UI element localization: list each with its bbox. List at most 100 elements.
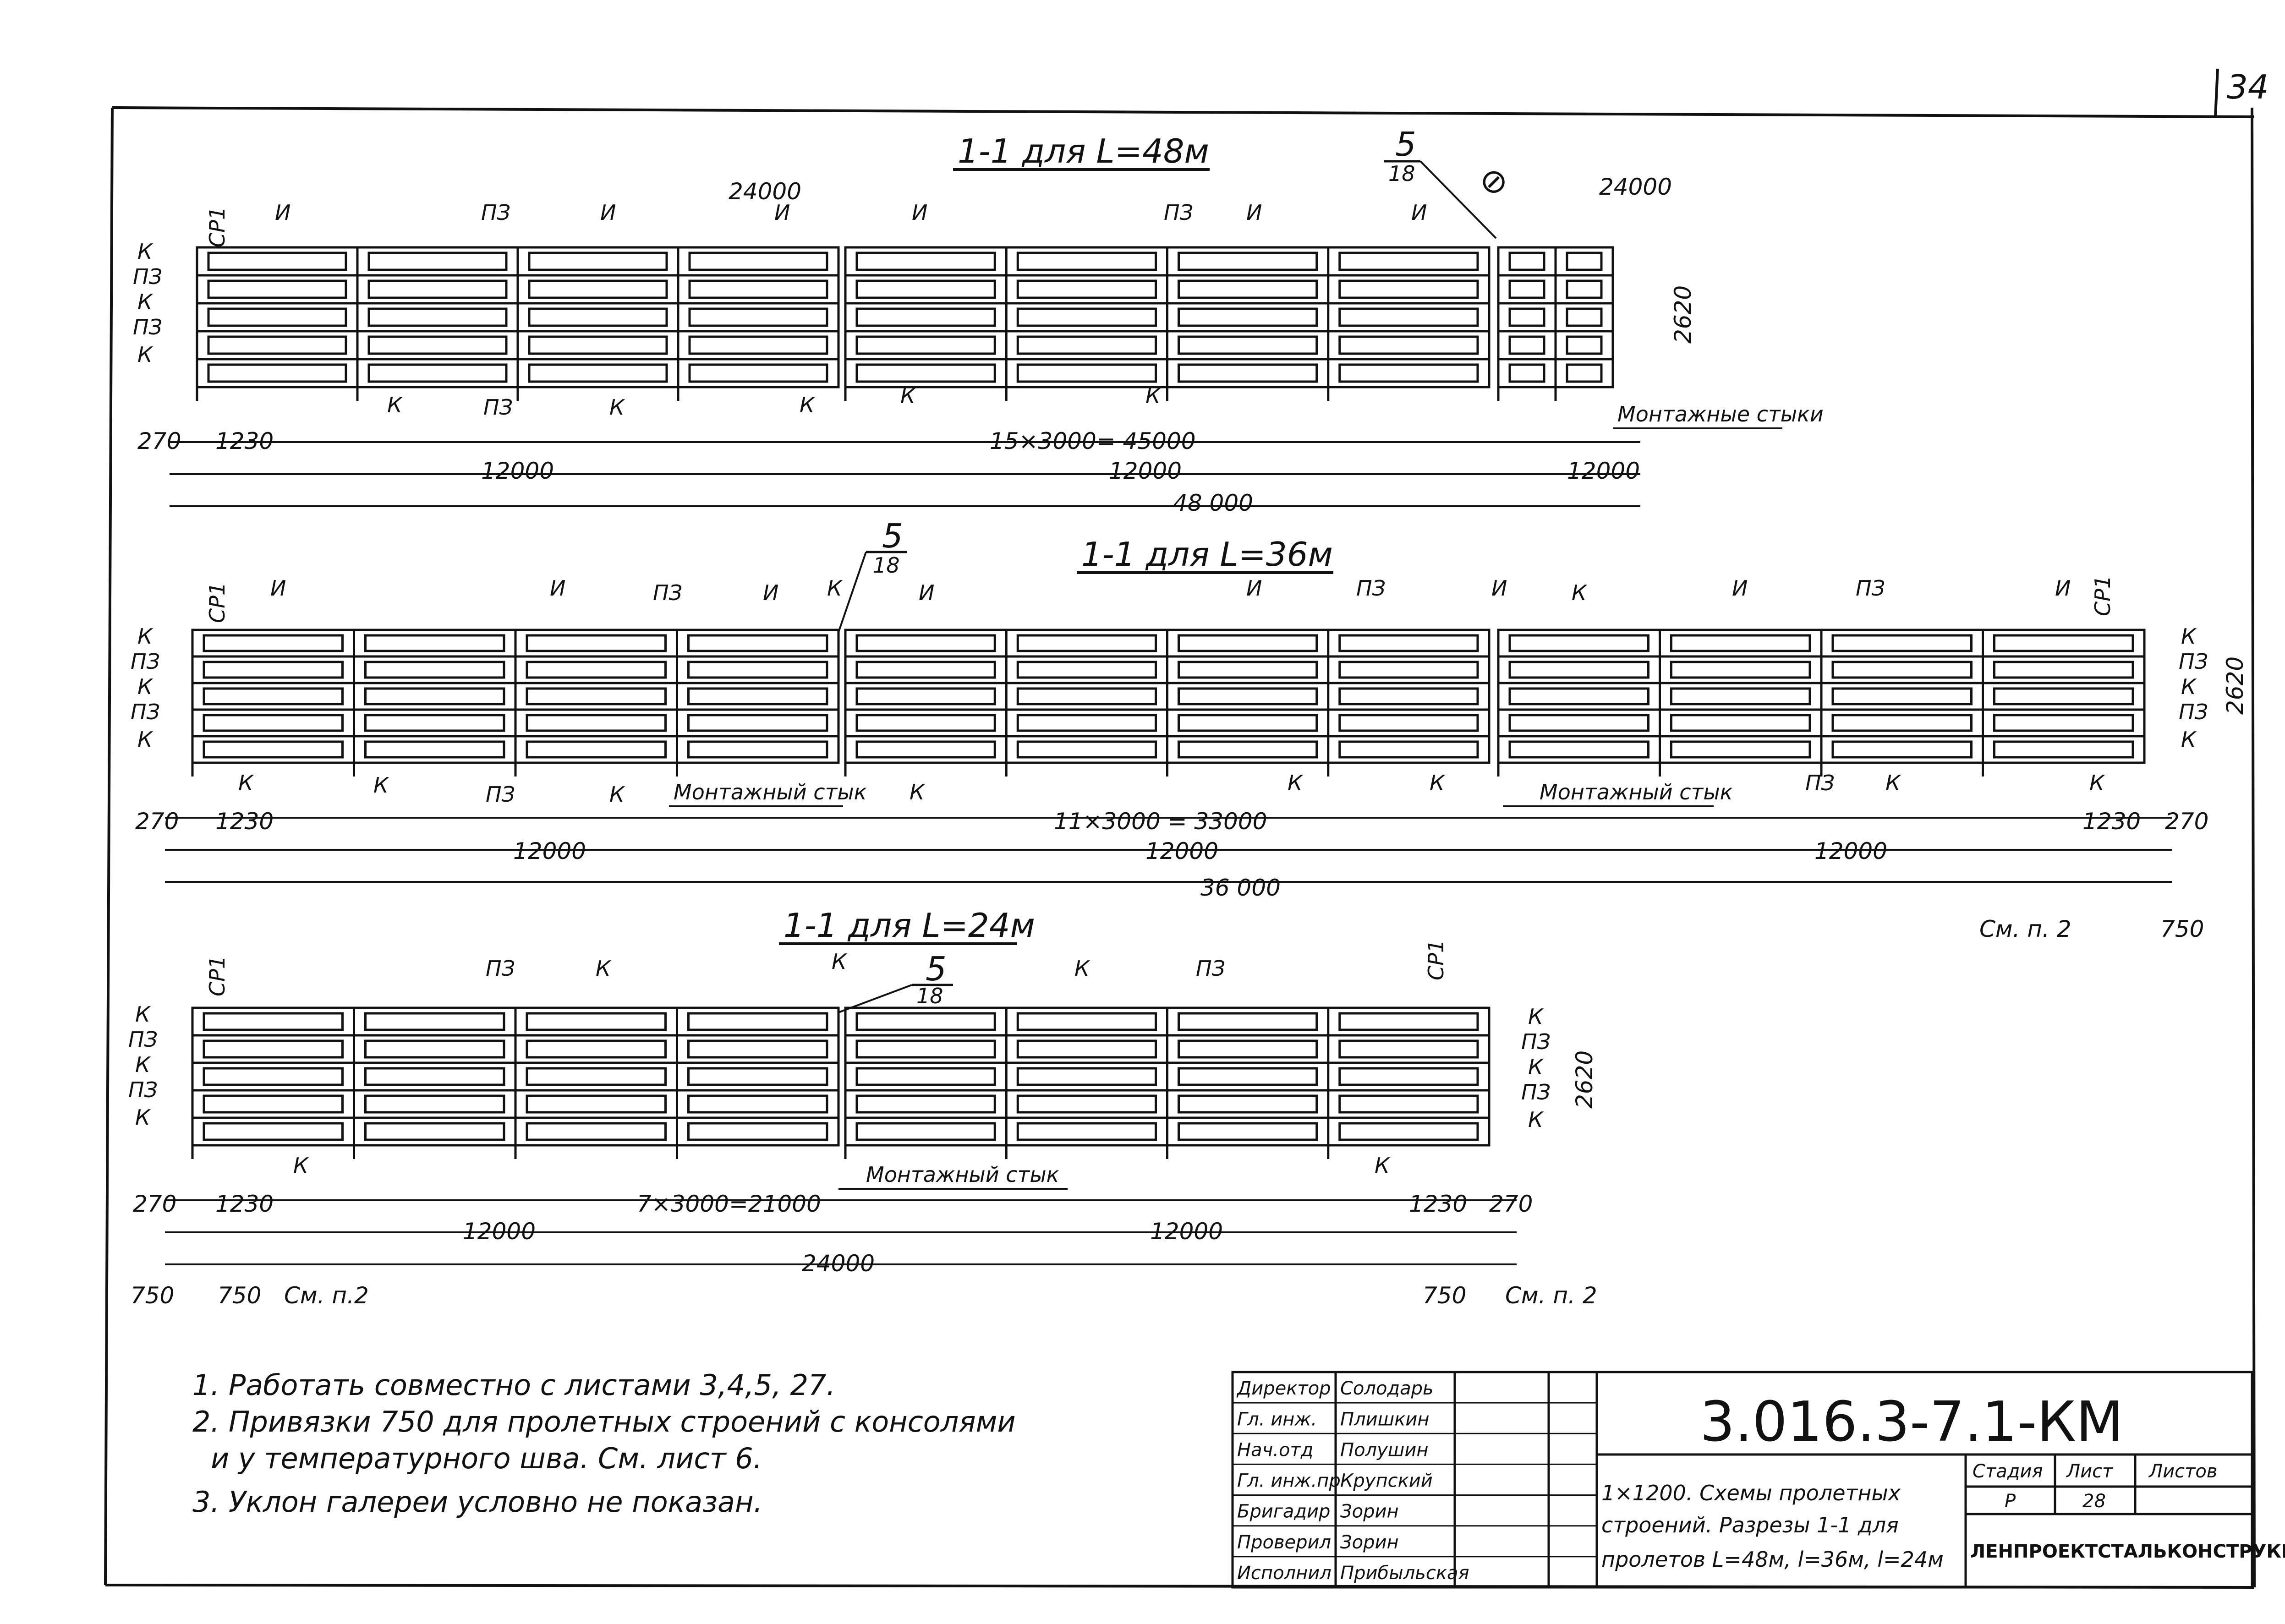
sheet-value: 28 xyxy=(2082,1491,2106,1512)
top-label: СР1 xyxy=(2090,575,2115,616)
panel-opening xyxy=(1016,1067,1157,1086)
panel-opening xyxy=(364,1094,505,1114)
panel-opening xyxy=(1016,1039,1157,1059)
panel-opening xyxy=(1831,687,1973,705)
sheet-header: Лист xyxy=(2066,1461,2114,1482)
panel-opening xyxy=(855,1012,996,1031)
dim-segment-c: 12000 xyxy=(1814,838,1887,864)
top-label: СР1 xyxy=(1424,940,1448,980)
row-label: ПЗ xyxy=(128,1077,158,1102)
signature-name: Плишкин xyxy=(1340,1409,1430,1430)
row-label: ПЗ xyxy=(1521,1029,1551,1054)
panel-opening xyxy=(207,335,347,355)
dim-segment-b: 12000 xyxy=(1145,838,1218,864)
joint-label: Монтажные стыки xyxy=(1617,402,1824,427)
panel-opening xyxy=(526,1122,667,1141)
panel-opening xyxy=(1508,661,1649,679)
panel-opening xyxy=(1831,661,1973,679)
top-label: И xyxy=(1411,200,1427,225)
top-label: ПЗ xyxy=(653,580,682,605)
panel-opening xyxy=(528,252,668,271)
panel-opening xyxy=(203,1067,344,1086)
panel-opening xyxy=(1016,1122,1157,1141)
panel-opening xyxy=(1508,740,1649,759)
bottom-label: К xyxy=(1430,771,1446,795)
panel-opening xyxy=(207,252,347,271)
drawing-title-line-3: пролетов L=48м, l=36м, l=24м xyxy=(1601,1547,1944,1572)
bottom-label: К xyxy=(293,1153,309,1178)
row-labels-right: К ПЗ К ПЗ К xyxy=(2179,624,2208,752)
top-label: СР1 xyxy=(205,956,230,996)
panel-opening xyxy=(526,714,667,732)
panel-opening xyxy=(855,1094,996,1114)
panel-opening xyxy=(203,661,344,679)
panel-opening xyxy=(687,687,828,705)
panel-opening xyxy=(1508,363,1545,383)
row-label: К xyxy=(1528,1004,1544,1029)
signature-role: Гл. инж. xyxy=(1237,1409,1317,1430)
panel-opening xyxy=(1670,740,1811,759)
note-1: 1. Работать совместно с листами 3,4,5, 2… xyxy=(192,1368,835,1402)
top-label: И xyxy=(1246,200,1262,225)
signature-name: Прибыльская xyxy=(1340,1563,1469,1584)
panel-opening xyxy=(1338,252,1479,271)
row-label: ПЗ xyxy=(2179,700,2208,724)
dim-right-module: 24000 xyxy=(1599,174,1672,200)
panel-opening xyxy=(1993,661,2134,679)
panel-opening xyxy=(687,714,828,732)
panel-opening xyxy=(1016,307,1157,327)
panel-opening xyxy=(207,363,347,383)
panel-opening xyxy=(528,307,668,327)
row-label: ПЗ xyxy=(133,315,162,339)
panel-opening xyxy=(855,363,996,383)
panel-opening xyxy=(1178,252,1318,271)
panel-opening xyxy=(687,1122,828,1141)
row-label: К xyxy=(135,1105,151,1130)
panel-opening xyxy=(1178,661,1318,679)
panel-opening xyxy=(1508,335,1545,355)
bottom-label: К xyxy=(1288,771,1304,795)
panel-opening xyxy=(526,661,667,679)
panel-opening xyxy=(1016,661,1157,679)
panel-opening xyxy=(1338,279,1479,299)
panel-opening xyxy=(1993,634,2134,652)
panel-opening xyxy=(1566,279,1603,299)
page-number-divider xyxy=(2214,68,2219,117)
top-label: И xyxy=(1246,576,1262,601)
panel-opening xyxy=(1338,740,1479,759)
panel-opening xyxy=(1338,1122,1479,1141)
see-note-right: См. п. 2 xyxy=(1505,1282,1597,1309)
bottom-label: ПЗ xyxy=(1805,771,1835,795)
drawing-title-line-1: 1×1200. Схемы пролетных xyxy=(1601,1481,1901,1505)
dim-support-left: 270 xyxy=(135,808,179,835)
top-label: И xyxy=(2055,576,2071,601)
panel-opening xyxy=(364,1039,505,1059)
top-label: СР1 xyxy=(205,207,230,247)
dim-first-left: 1230 xyxy=(215,1191,274,1217)
top-label: И xyxy=(600,200,616,225)
section-mark: 5 xyxy=(1395,125,1416,164)
panel-opening xyxy=(687,1094,828,1114)
panel-opening xyxy=(1338,634,1479,652)
row-label: ПЗ xyxy=(131,649,160,674)
top-label: И xyxy=(919,580,934,605)
signature-role: Гл. инж.пр xyxy=(1237,1471,1341,1492)
dim-segment-c: 12000 xyxy=(1567,458,1640,484)
frame-right xyxy=(2251,107,2256,1588)
section-l24: 1-1 для L=24м 5 18 2620 270 1230 7×3000=… xyxy=(128,906,1598,1309)
row-label: ПЗ xyxy=(2179,649,2208,674)
panel-opening xyxy=(203,1094,344,1114)
panel-opening xyxy=(1566,307,1603,327)
row-label: К xyxy=(2181,624,2197,649)
bottom-label: К xyxy=(238,771,254,795)
row-label: К xyxy=(137,342,153,367)
row-label: К xyxy=(1528,1107,1544,1132)
row-label: К xyxy=(137,290,153,314)
title-block xyxy=(1231,1371,2253,1589)
panel-opening xyxy=(364,740,505,759)
section-title: 1-1 для L=36м xyxy=(1081,535,1333,574)
signature-role: Проверил xyxy=(1237,1532,1331,1553)
see-note: См. п. 2 xyxy=(1979,916,2071,942)
